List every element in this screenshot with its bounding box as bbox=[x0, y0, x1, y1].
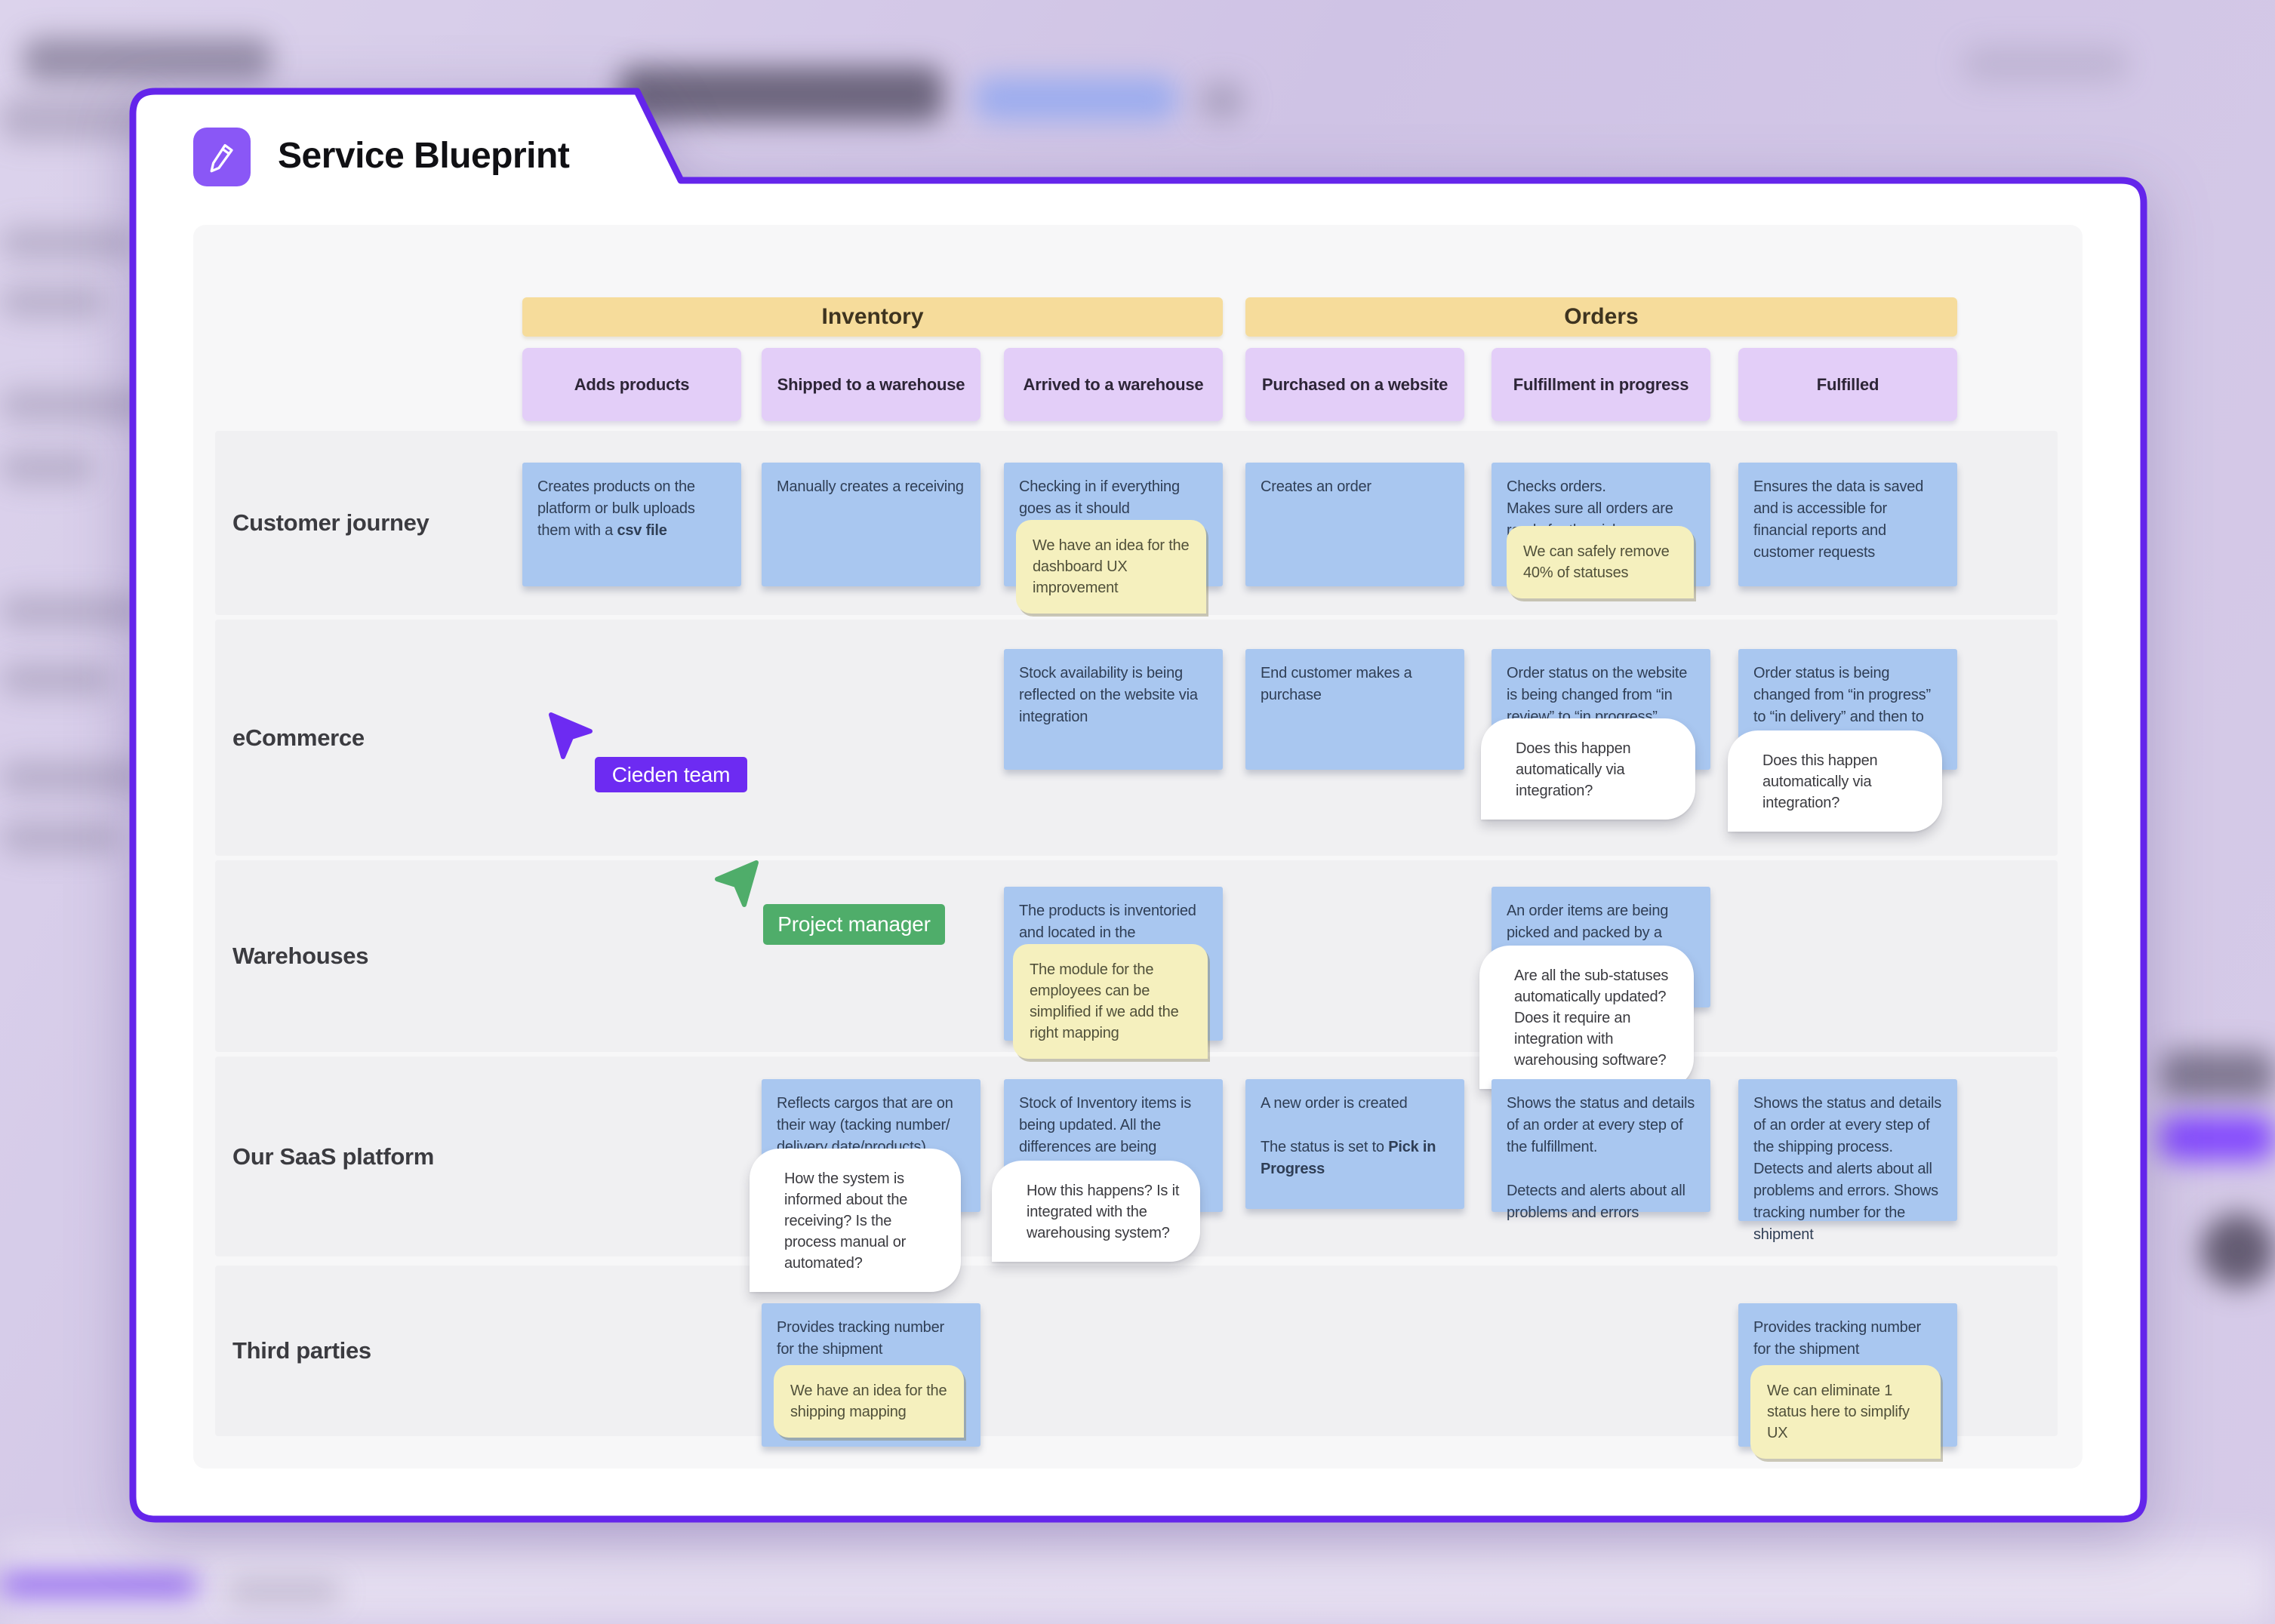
background-blur-shape bbox=[0, 595, 143, 628]
background-blur-shape bbox=[0, 663, 113, 696]
background-blur-shape bbox=[23, 38, 272, 82]
phase-header-fulfilled[interactable]: Fulfilled bbox=[1738, 348, 1957, 421]
comment-bubble[interactable]: We have an idea for the shipping mapping bbox=[774, 1365, 964, 1438]
sticky-card-text: Provides tracking number for the shipmen… bbox=[1753, 1319, 1921, 1358]
sticky-card-text: Stock availability is being reflected on… bbox=[1019, 665, 1198, 725]
row-label-our-saas-platform[interactable]: Our SaaS platform bbox=[232, 1143, 435, 1170]
background-blur-shape bbox=[0, 1576, 198, 1594]
group-header-orders[interactable]: Orders bbox=[1245, 297, 1957, 337]
comment-bubble[interactable]: We can safely remove 40% of statuses bbox=[1507, 526, 1694, 598]
sticky-card-text: Creates an order bbox=[1261, 478, 1371, 495]
comment-bubble[interactable]: How the system is informed about the rec… bbox=[750, 1149, 961, 1292]
phase-header-adds-products[interactable]: Adds products bbox=[522, 348, 741, 421]
background-blur-shape bbox=[0, 451, 94, 484]
sticky-card[interactable]: Shows the status and details of an order… bbox=[1492, 1079, 1710, 1221]
sticky-card[interactable]: Creates an order bbox=[1245, 463, 1464, 586]
sticky-card-text: Manually creates a receiving bbox=[777, 478, 964, 495]
background-blur-shape bbox=[226, 1582, 340, 1601]
comment-bubble[interactable]: The module for the employees can be simp… bbox=[1013, 944, 1208, 1059]
sticky-card-text: Creates products on the platform or bulk… bbox=[537, 478, 695, 539]
comment-bubble[interactable]: Are all the sub-statuses automatically u… bbox=[1479, 946, 1694, 1089]
sticky-card-text: Provides tracking number for the shipmen… bbox=[777, 1319, 944, 1358]
sticky-card-text: Shows the status and details of an order… bbox=[1753, 1095, 1941, 1243]
background-blur-shape bbox=[2160, 1050, 2275, 1099]
row-label-customer-journey[interactable]: Customer journey bbox=[232, 509, 429, 536]
comment-bubble[interactable]: We can eliminate 1 status here to simpli… bbox=[1750, 1365, 1941, 1459]
sticky-card[interactable]: Stock of Inventory items is being update… bbox=[992, 1079, 1223, 1262]
cursor-label-cieden-team: Cieden team bbox=[595, 757, 747, 792]
sticky-card[interactable]: Provides tracking number for the shipmen… bbox=[1738, 1303, 1957, 1459]
comment-bubble[interactable]: We have an idea for the dashboard UX imp… bbox=[1016, 520, 1206, 614]
sticky-card-text: Order status is being changed from “in p… bbox=[1753, 665, 1931, 747]
sticky-card-text: Stock of Inventory items is being update… bbox=[1019, 1095, 1192, 1177]
background-blur-shape bbox=[0, 761, 143, 794]
phase-header-shipped-to-a-warehouse[interactable]: Shipped to a warehouse bbox=[762, 348, 980, 421]
sticky-card[interactable]: The products is inventoried and located … bbox=[1004, 887, 1223, 1059]
sticky-card[interactable]: Creates products on the platform or bulk… bbox=[522, 463, 741, 586]
sticky-card-text: A new order is created The status is set… bbox=[1261, 1095, 1436, 1177]
page-title: Service Blueprint bbox=[278, 136, 570, 176]
sticky-card[interactable]: Ensures the data is saved and is accessi… bbox=[1738, 463, 1957, 586]
sticky-card[interactable]: Checking in if everything goes as it sho… bbox=[1004, 463, 1223, 614]
group-header-inventory[interactable]: Inventory bbox=[522, 297, 1223, 337]
background-blur-shape bbox=[1963, 45, 2129, 83]
row-label-ecommerce[interactable]: eCommerce bbox=[232, 724, 365, 751]
pencil-icon bbox=[210, 143, 233, 173]
sticky-card[interactable]: Manually creates a receiving bbox=[762, 463, 980, 586]
sticky-card[interactable]: An order items are being picked and pack… bbox=[1479, 887, 1710, 1089]
comment-bubble[interactable]: How this happens? Is it integrated with … bbox=[992, 1161, 1200, 1262]
sticky-card-text: End customer makes a purchase bbox=[1261, 665, 1412, 703]
sticky-card-text: Shows the status and details of an order… bbox=[1507, 1095, 1695, 1221]
phase-header-purchased-on-a-website[interactable]: Purchased on a website bbox=[1245, 348, 1464, 421]
sticky-card[interactable]: Checks orders. Makes sure all orders are… bbox=[1492, 463, 1710, 598]
pencil-app-icon bbox=[193, 128, 251, 186]
sticky-card[interactable]: Shows the status and details of an order… bbox=[1738, 1079, 1957, 1243]
row-label-warehouses[interactable]: Warehouses bbox=[232, 943, 369, 969]
sticky-card[interactable]: Order status on the website is being cha… bbox=[1481, 649, 1710, 820]
background-blur-shape bbox=[0, 285, 106, 318]
background-blur-shape bbox=[0, 1544, 2275, 1624]
background-blur-shape bbox=[0, 226, 136, 260]
phase-header-fulfillment-in-progress[interactable]: Fulfillment in progress bbox=[1492, 348, 1710, 421]
service-blueprint-modal: Service Blueprint Customer journey eComme… bbox=[127, 87, 2150, 1532]
background-blur-shape bbox=[0, 821, 121, 854]
comment-bubble[interactable]: Does this happen automatically via integ… bbox=[1728, 730, 1942, 832]
sticky-card-text: Reflects cargos that are on their way (t… bbox=[777, 1095, 953, 1155]
phase-header-arrived-to-a-warehouse[interactable]: Arrived to a warehouse bbox=[1004, 348, 1223, 421]
sticky-card[interactable]: End customer makes a purchase bbox=[1245, 649, 1464, 770]
background-blur-shape bbox=[2159, 1115, 2275, 1161]
sticky-card[interactable]: A new order is created The status is set… bbox=[1245, 1079, 1464, 1209]
sticky-card-text: Checking in if everything goes as it sho… bbox=[1019, 478, 1180, 517]
sticky-card[interactable]: Reflects cargos that are on their way (t… bbox=[750, 1079, 980, 1292]
cursor-label-project-manager: Project manager bbox=[763, 904, 945, 945]
sticky-card-text: Ensures the data is saved and is accessi… bbox=[1753, 478, 1924, 561]
sticky-card[interactable]: Stock availability is being reflected on… bbox=[1004, 649, 1223, 770]
sticky-card[interactable]: Order status is being changed from “in p… bbox=[1728, 649, 1957, 832]
comment-bubble[interactable]: Does this happen automatically via integ… bbox=[1481, 718, 1695, 820]
row-label-third-parties[interactable]: Third parties bbox=[232, 1337, 371, 1364]
sticky-card[interactable]: Provides tracking number for the shipmen… bbox=[762, 1303, 980, 1447]
background-blur-shape bbox=[2201, 1213, 2275, 1287]
